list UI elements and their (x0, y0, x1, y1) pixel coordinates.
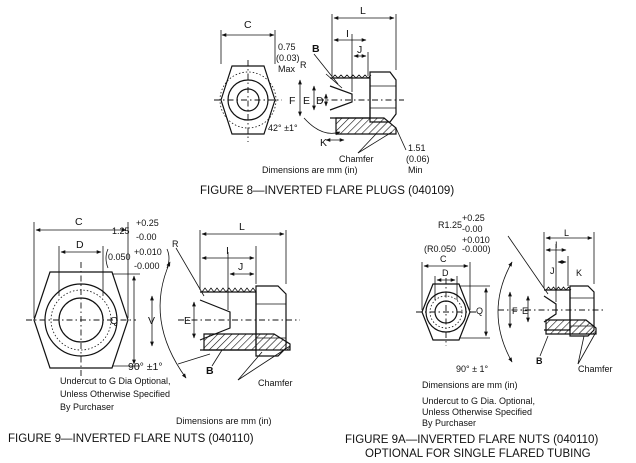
fig9-dim-e: E (184, 315, 191, 327)
fig9-side-section (150, 230, 300, 381)
fig9-note-line1: Undercut to G Dia Optional, (60, 376, 171, 386)
fig8-side-section (298, 14, 407, 154)
fig8-dim-c: C (244, 19, 252, 31)
fig8-min-word: Min (408, 165, 423, 175)
fig9a-dim-q: Q (476, 306, 483, 316)
fig9-label-b: B (206, 365, 214, 377)
fig8-label-b: B (312, 43, 320, 55)
fig9a-hex-end-view (416, 262, 490, 346)
fig9-dim-q: Q (110, 315, 118, 327)
fig9-tol-paren-left (105, 248, 109, 269)
fig9a-r-mm-minus: -0.00 (462, 224, 483, 234)
fig9-tol-in-minus: -0.000 (134, 261, 160, 271)
fig8-dim-k: K (320, 137, 327, 149)
fig8-max-word: Max (278, 64, 296, 74)
fig9a-side-section (497, 232, 604, 365)
fig9a-r-in-minus: -0.000) (462, 244, 491, 254)
fig8-min-mm: 1.51 (408, 143, 426, 153)
fig9a-caption-line1: FIGURE 9A—INVERTED FLARE NUTS (040110) (345, 434, 598, 446)
fig9a-dim-k: K (576, 268, 582, 278)
fig9a-r-mm: R1.25 (438, 220, 462, 230)
fig9a-dim-l: L (564, 228, 569, 238)
fig9a-r-in-plus: +0.010 (462, 235, 490, 245)
fig9a-dims-note: Dimensions are mm (in) (422, 380, 518, 390)
fig8-caption: FIGURE 8—INVERTED FLARE PLUGS (040109) (200, 185, 454, 197)
fig9a-note-line1: Undercut to G Dia. Optional, (422, 396, 535, 406)
fig8-dim-i: I (346, 28, 349, 40)
fig9a-dim-i: I (555, 240, 558, 250)
fig8-min-in: (0.06) (406, 154, 430, 164)
fig9a-angle: 90° ± 1° (456, 364, 489, 374)
fig9-tol-mm-minus: -0.00 (136, 232, 157, 242)
fig9-dim-l: L (239, 221, 245, 233)
fig8-chamfer-label: Chamfer (339, 154, 374, 164)
fig8-dims-note: Dimensions are mm (in) (262, 165, 358, 175)
fig8-dim-l: L (360, 5, 366, 17)
fig9-tol-mm-nom: 1.25 (112, 226, 130, 236)
fig8-max-in: (0.03) (276, 53, 300, 63)
fig9a-dim-j: J (550, 266, 555, 276)
fig9a-dim-e: E (522, 306, 528, 316)
fig9a-note-line2: Unless Otherwise Specified (422, 407, 532, 417)
fig9-tol-mm-plus: +0.25 (136, 218, 159, 228)
fig9a-dim-c: C (440, 254, 447, 264)
fig8-hex-end-view (214, 30, 282, 142)
fig9-tol-paren-right (166, 248, 170, 269)
fig8-max-mm: 0.75 (278, 42, 296, 52)
fig9a-dim-f: F (512, 306, 518, 316)
fig9a-chamfer-label: Chamfer (578, 364, 613, 374)
fig8-label-r: R (300, 60, 307, 70)
fig9-dim-j: J (238, 261, 243, 273)
fig9a-r-mm-plus: +0.25 (462, 213, 485, 223)
fig9-label-r: R (172, 239, 179, 249)
fig8-dim-d: D (316, 95, 324, 107)
fig9-dims-note: Dimensions are mm (in) (176, 416, 272, 426)
fig9a-r-in: (R0.050 (424, 244, 456, 254)
fig9a-caption-line2: OPTIONAL FOR SINGLE FLARED TUBING (365, 448, 591, 460)
fig8-dim-j: J (357, 44, 362, 56)
fig9-dim-v: V (148, 315, 155, 327)
fig9a-note-line3: By Purchaser (422, 418, 476, 428)
fig9-dim-d: D (76, 239, 84, 251)
figure-8: C (200, 5, 454, 197)
fig9-hex-end-view (26, 222, 140, 378)
fig9-dim-i: I (226, 245, 229, 257)
fig9a-label-b: B (536, 356, 543, 366)
fig9-note-line3: By Purchaser (60, 402, 114, 412)
fig8-angle: 42° ±1° (268, 123, 298, 133)
fig9a-dim-d: D (442, 268, 449, 278)
fig9-tol-in-nom: 0.050 (108, 252, 131, 262)
fig9-tol-in-plus: +0.010 (134, 247, 162, 257)
figure-9: C D Q L I (8, 216, 300, 445)
fig8-dim-e: E (303, 95, 310, 107)
fig8-dim-f: F (289, 95, 295, 107)
figure-9a: C D Q L I J (345, 213, 613, 460)
fig9-chamfer-label: Chamfer (258, 378, 293, 388)
fig9-caption: FIGURE 9—INVERTED FLARE NUTS (040110) (8, 433, 254, 445)
fig9-dim-c: C (75, 216, 83, 228)
fig9-angle: 90° ±1° (128, 361, 163, 373)
fig9-note-line2: Unless Otherwise Specified (60, 389, 170, 399)
